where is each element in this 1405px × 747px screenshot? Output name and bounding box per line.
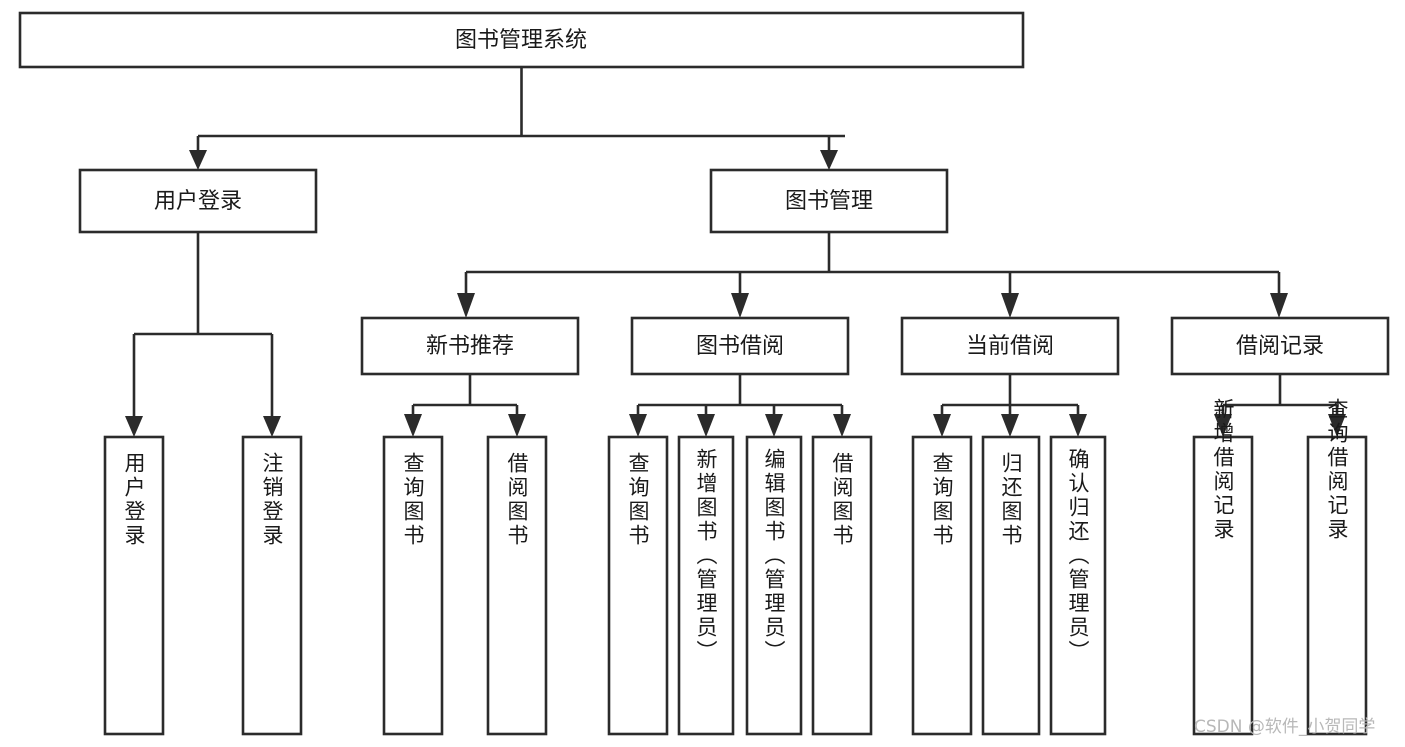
arrow-head-leaf-query-book-3 xyxy=(933,414,951,437)
node-leaf-confirm-return-label: 确认归还（管理员） xyxy=(1066,448,1090,664)
node-leaf-return-book-box[interactable] xyxy=(981,435,1041,736)
node-leaf-borrow-book-1-box[interactable] xyxy=(486,435,548,736)
connector-group-current-borrow-to-leaves xyxy=(933,374,1087,437)
node-user-login-label: 用户登录 xyxy=(154,189,242,214)
node-leaf-user-login-label: 用户登录 xyxy=(122,452,146,548)
node-leaf-borrow-book-2-label: 借阅图书 xyxy=(830,452,854,548)
node-new-book-recommend[interactable]: 新书推荐 xyxy=(360,316,580,376)
arrow-head-borrow-record xyxy=(1270,293,1288,318)
node-root[interactable]: 图书管理系统 xyxy=(18,11,1025,69)
node-leaf-user-logout-label: 注销登录 xyxy=(260,452,284,548)
node-leaf-return-book[interactable]: 归还图书 xyxy=(981,435,1041,736)
node-user-login-box[interactable] xyxy=(78,168,318,234)
node-leaf-query-record[interactable]: 查询借阅记录 xyxy=(1306,398,1368,736)
node-new-book-recommend-label: 新书推荐 xyxy=(426,334,514,359)
arrow-head-leaf-edit-book xyxy=(765,414,783,437)
node-leaf-borrow-book-2[interactable]: 借阅图书 xyxy=(811,435,873,736)
node-leaf-query-book-2[interactable]: 查询图书 xyxy=(607,435,669,736)
node-leaf-borrow-book-1[interactable]: 借阅图书 xyxy=(486,435,548,736)
node-new-book-recommend-box[interactable] xyxy=(360,316,580,376)
arrow-head-leaf-query-book-2 xyxy=(629,414,647,437)
node-book-borrow-label: 图书借阅 xyxy=(696,334,784,359)
arrow-head-leaf-add-record xyxy=(1214,414,1232,437)
node-book-manage-label: 图书管理 xyxy=(785,189,873,214)
arrow-head-leaf-query-book-1 xyxy=(404,414,422,437)
node-leaf-query-record-label: 查询借阅记录 xyxy=(1325,398,1349,542)
connector-group-root-to-level1 xyxy=(189,67,845,170)
node-leaf-add-record-box[interactable] xyxy=(1192,435,1254,736)
arrow-head-leaf-user-logout xyxy=(263,416,281,437)
node-leaf-query-book-3-box[interactable] xyxy=(911,435,973,736)
node-current-borrow-box[interactable] xyxy=(900,316,1120,376)
node-leaf-query-book-1-box[interactable] xyxy=(382,435,444,736)
connector-group-user-login-to-leaves xyxy=(125,232,281,437)
arrow-head-book-borrow xyxy=(731,293,749,318)
arrow-head-leaf-return-book xyxy=(1001,414,1019,437)
node-root-label: 图书管理系统 xyxy=(455,28,587,53)
connector-group-book-manage-to-level2 xyxy=(457,232,1288,318)
arrow-head-leaf-user-login xyxy=(125,416,143,437)
node-root-box[interactable] xyxy=(18,11,1025,69)
connector-group-borrow-record-to-leaves xyxy=(1214,374,1346,437)
node-leaf-query-book-1-label: 查询图书 xyxy=(401,452,425,548)
node-leaf-query-book-3[interactable]: 查询图书 xyxy=(911,435,973,736)
node-borrow-record-label: 借阅记录 xyxy=(1236,334,1324,359)
node-book-manage[interactable]: 图书管理 xyxy=(709,168,949,234)
node-leaf-add-book-label: 新增图书（管理员） xyxy=(694,448,718,664)
node-leaf-return-book-label: 归还图书 xyxy=(999,452,1023,548)
node-borrow-record[interactable]: 借阅记录 xyxy=(1170,316,1390,376)
arrow-head-leaf-confirm-return xyxy=(1069,414,1087,437)
arrow-head-current-borrow xyxy=(1001,293,1019,318)
node-book-borrow[interactable]: 图书借阅 xyxy=(630,316,850,376)
node-leaf-edit-book[interactable]: 编辑图书（管理员） xyxy=(745,435,803,736)
node-current-borrow[interactable]: 当前借阅 xyxy=(900,316,1120,376)
node-leaf-user-login[interactable]: 用户登录 xyxy=(103,435,165,736)
node-leaf-edit-book-label: 编辑图书（管理员） xyxy=(762,448,786,664)
node-leaf-query-record-box[interactable] xyxy=(1306,435,1368,736)
node-leaf-add-book[interactable]: 新增图书（管理员） xyxy=(677,435,735,736)
arrow-head-leaf-borrow-book-1 xyxy=(508,414,526,437)
node-leaf-user-logout[interactable]: 注销登录 xyxy=(241,435,303,736)
node-leaf-borrow-book-2-box[interactable] xyxy=(811,435,873,736)
arrow-head-new-book-recommend xyxy=(457,293,475,318)
node-borrow-record-box[interactable] xyxy=(1170,316,1390,376)
node-current-borrow-label: 当前借阅 xyxy=(966,334,1054,359)
node-leaf-confirm-return[interactable]: 确认归还（管理员） xyxy=(1049,435,1107,736)
node-leaf-user-logout-box[interactable] xyxy=(241,435,303,736)
node-leaf-add-book-box[interactable] xyxy=(677,435,735,736)
arrow-head-user-login xyxy=(189,150,207,170)
node-book-borrow-box[interactable] xyxy=(630,316,850,376)
node-leaf-user-login-box[interactable] xyxy=(103,435,165,736)
connector-group-book-borrow-to-leaves xyxy=(629,374,851,437)
connector-group-new-book-recommend-to-leaves xyxy=(404,374,526,437)
node-leaf-query-book-3-label: 查询图书 xyxy=(930,452,954,548)
node-leaf-borrow-book-1-label: 借阅图书 xyxy=(505,452,529,548)
csdn-watermark: CSDN @软件_小贺同学 xyxy=(1194,717,1375,737)
arrow-head-book-manage xyxy=(820,150,838,170)
arrow-head-leaf-borrow-book-2 xyxy=(833,414,851,437)
node-leaf-query-book-2-box[interactable] xyxy=(607,435,669,736)
node-leaf-edit-book-box[interactable] xyxy=(745,435,803,736)
node-leaf-query-book-2-label: 查询图书 xyxy=(626,452,650,548)
node-leaf-confirm-return-box[interactable] xyxy=(1049,435,1107,736)
arrow-head-leaf-query-record xyxy=(1328,414,1346,437)
node-book-manage-box[interactable] xyxy=(709,168,949,234)
node-leaf-query-book-1[interactable]: 查询图书 xyxy=(382,435,444,736)
arrow-head-leaf-add-book xyxy=(697,414,715,437)
node-leaf-add-record[interactable]: 新增借阅记录 xyxy=(1192,398,1254,736)
node-leaf-add-record-label: 新增借阅记录 xyxy=(1211,398,1235,542)
node-user-login[interactable]: 用户登录 xyxy=(78,168,318,234)
